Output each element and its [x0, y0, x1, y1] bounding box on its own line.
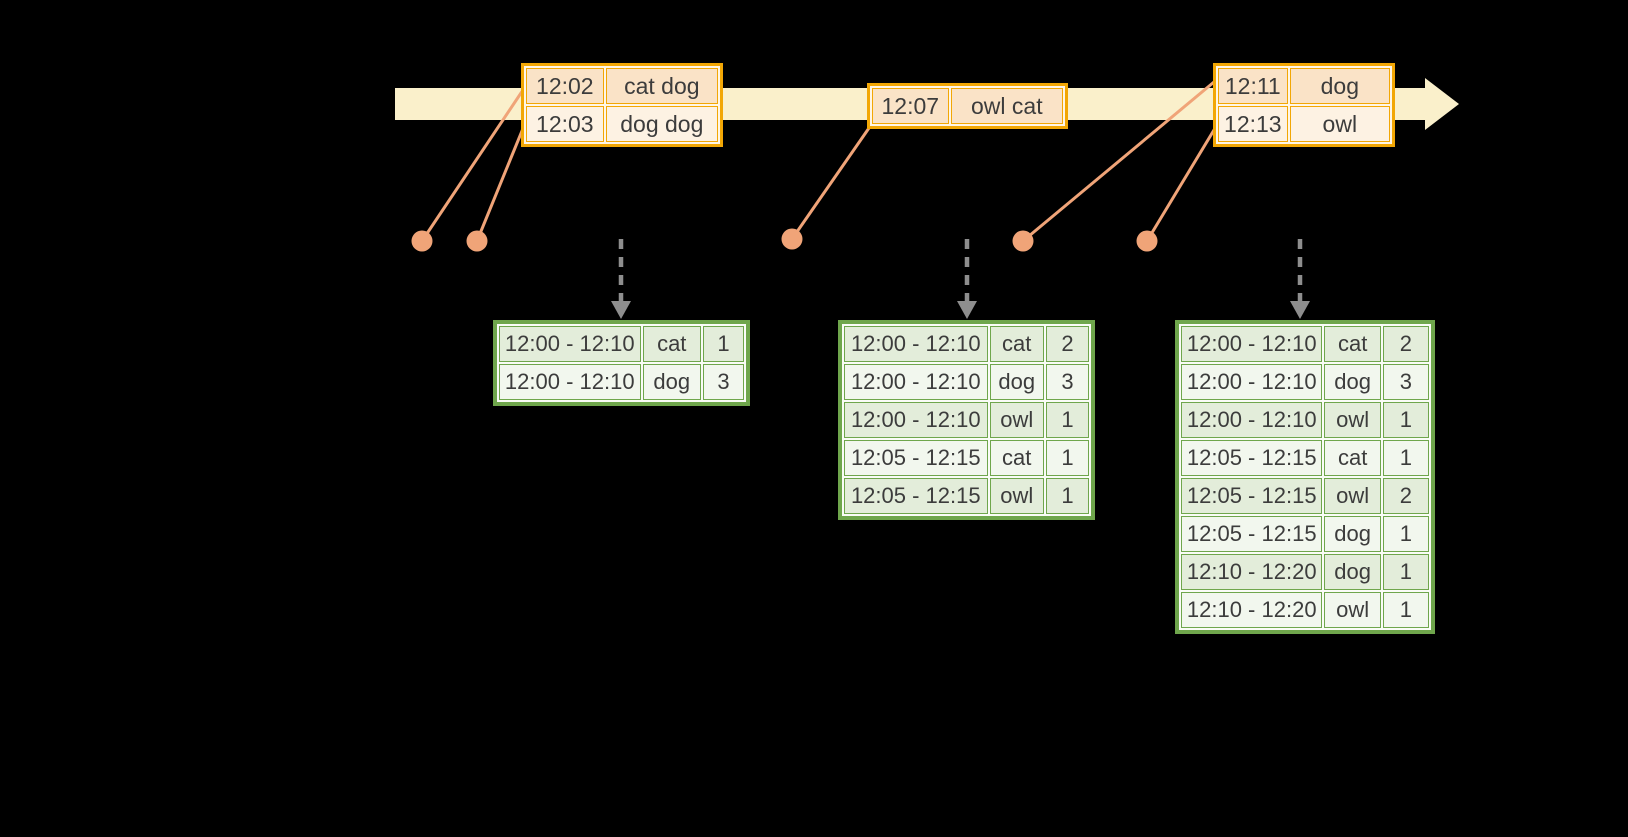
- table-cell: 1: [702, 326, 744, 362]
- table-cell: dog: [1289, 68, 1390, 104]
- table-cell: owl: [1289, 106, 1390, 142]
- table-cell: 12:00 - 12:10: [844, 326, 988, 362]
- table-cell: 12:10 - 12:20: [1181, 592, 1323, 628]
- connector-line-event-1213: [1145, 124, 1219, 242]
- table-cell: owl: [989, 402, 1044, 438]
- table-cell: owl: [1324, 592, 1381, 628]
- event-marker-dot: [1136, 230, 1158, 252]
- table-cell: 12:00 - 12:10: [1181, 364, 1323, 400]
- table-cell: 1: [1382, 592, 1429, 628]
- table-cell: 12:02: [526, 68, 604, 104]
- event-marker-dot: [1012, 230, 1034, 252]
- table-cell: 1: [1382, 402, 1429, 438]
- table-cell: 12:05 - 12:15: [844, 440, 988, 476]
- connector-line-event-1203: [475, 125, 526, 242]
- connector-line-event-1211: [1022, 80, 1215, 243]
- table-cell: owl: [989, 478, 1044, 514]
- table-cell: 3: [1382, 364, 1429, 400]
- table-cell: 12:05 - 12:15: [1181, 516, 1323, 552]
- table-cell: 12:05 - 12:15: [1181, 478, 1323, 514]
- event-marker-dot: [781, 228, 803, 250]
- table-cell: 12:00 - 12:10: [1181, 326, 1323, 362]
- table-cell: 1: [1382, 554, 1429, 590]
- table-cell: 12:05 - 12:15: [1181, 440, 1323, 476]
- table-cell: dog: [1324, 516, 1381, 552]
- table-cell: dog: [642, 364, 701, 400]
- table-cell: 12:00 - 12:10: [499, 364, 641, 400]
- table-cell: 1: [1045, 402, 1089, 438]
- table-cell: 2: [1045, 326, 1089, 362]
- table-cell: owl: [1324, 402, 1381, 438]
- table-cell: 12:10 - 12:20: [1181, 554, 1323, 590]
- table-cell: cat: [1324, 440, 1381, 476]
- table-cell: 12:03: [526, 106, 604, 142]
- trigger-arrowhead-icon: [957, 301, 977, 319]
- table-cell: cat dog: [605, 68, 718, 104]
- table-cell: 12:00 - 12:10: [844, 402, 988, 438]
- trigger-arrowhead-icon: [1290, 301, 1310, 319]
- table-cell: 12:13: [1218, 106, 1288, 142]
- table-cell: cat: [642, 326, 701, 362]
- table-cell: cat: [989, 440, 1044, 476]
- table-cell: 12:07: [872, 88, 949, 124]
- table-cell: 2: [1382, 326, 1429, 362]
- table-cell: cat: [989, 326, 1044, 362]
- table-cell: 3: [1045, 364, 1089, 400]
- table-cell: owl: [1324, 478, 1381, 514]
- table-cell: 2: [1382, 478, 1429, 514]
- table-cell: 12:00 - 12:10: [844, 364, 988, 400]
- table-cell: 1: [1382, 440, 1429, 476]
- table-cell: owl cat: [950, 88, 1063, 124]
- table-cell: 3: [702, 364, 744, 400]
- table-cell: 1: [1045, 478, 1089, 514]
- connector-line-event-1207: [790, 127, 871, 240]
- event-marker-dot: [466, 230, 488, 252]
- table-cell: cat: [1324, 326, 1381, 362]
- table-cell: 12:00 - 12:10: [499, 326, 641, 362]
- table-cell: dog: [989, 364, 1044, 400]
- table-cell: 12:05 - 12:15: [844, 478, 988, 514]
- table-cell: dog dog: [605, 106, 718, 142]
- connector-line-event-1202: [420, 89, 525, 242]
- table-cell: 1: [1045, 440, 1089, 476]
- table-cell: 12:00 - 12:10: [1181, 402, 1323, 438]
- table-cell: 12:11: [1218, 68, 1288, 104]
- table-cell: 1: [1382, 516, 1429, 552]
- trigger-arrowhead-icon: [611, 301, 631, 319]
- event-marker-dot: [411, 230, 433, 252]
- table-cell: dog: [1324, 554, 1381, 590]
- table-cell: dog: [1324, 364, 1381, 400]
